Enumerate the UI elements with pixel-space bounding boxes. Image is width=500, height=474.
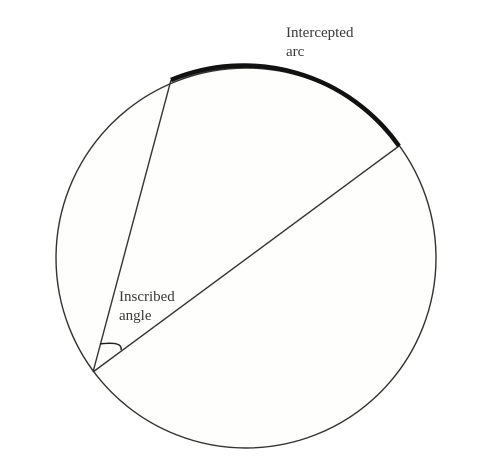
circle bbox=[55, 67, 437, 449]
inscribed-angle-label-line-1: Inscribed bbox=[119, 289, 175, 305]
chord-left bbox=[92, 79, 172, 373]
inscribed-angle-label-line-2: angle bbox=[119, 308, 152, 324]
intercepted-arc-label-line-2: arc bbox=[286, 44, 305, 60]
angle-marker bbox=[99, 342, 122, 351]
intercepted-arc bbox=[170, 63, 401, 148]
chord-right bbox=[92, 145, 400, 373]
intercepted-arc-label-line-1: Intercepted bbox=[286, 25, 354, 41]
inscribed-angle-label: Inscribed angle bbox=[119, 288, 175, 326]
intercepted-arc-label: Intercepted arc bbox=[286, 24, 353, 62]
